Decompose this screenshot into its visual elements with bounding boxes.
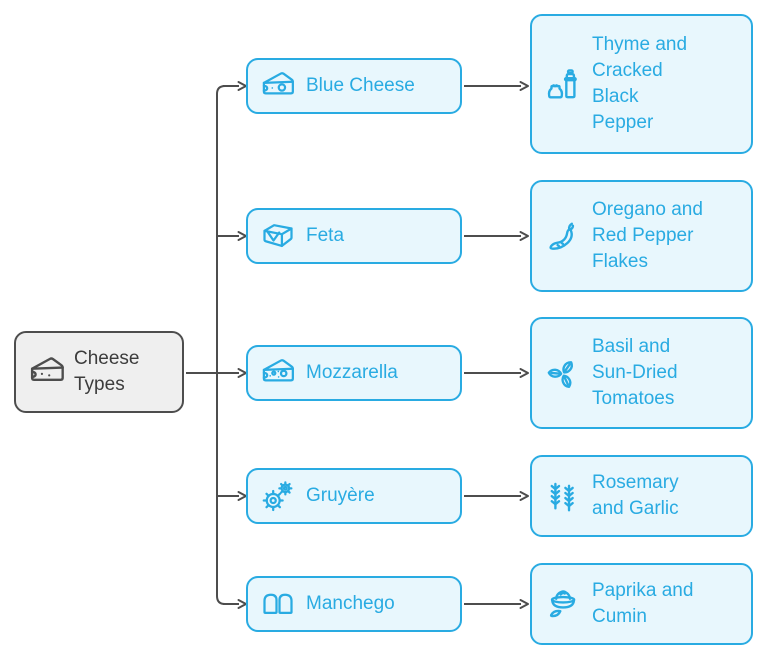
gears-icon xyxy=(260,478,296,514)
node-feta: Feta xyxy=(246,208,462,264)
cheese-block-icon xyxy=(260,218,296,254)
label-line: Basil and xyxy=(592,336,671,357)
chili-pepper-icon xyxy=(544,217,582,255)
label-line: Flakes xyxy=(592,251,648,272)
label-line: Red Pepper xyxy=(592,225,694,246)
rosemary-sprigs-icon xyxy=(544,477,582,515)
spice-bowl-icon xyxy=(544,585,582,623)
node-pairing-rosemary-garlic: Rosemary and Garlic xyxy=(530,455,753,537)
label-line: Tomatoes xyxy=(592,388,675,409)
label-line: Cumin xyxy=(592,606,647,627)
label-line: Cheese xyxy=(74,348,140,369)
node-label: Rosemary and Garlic xyxy=(592,470,679,522)
node-label: Thyme and Cracked Black Pepper xyxy=(592,32,687,136)
node-label: Manchego xyxy=(306,593,395,615)
node-blue-cheese: Blue Cheese xyxy=(246,58,462,114)
label-line: Pepper xyxy=(592,112,654,133)
node-label: Feta xyxy=(306,225,345,247)
node-label: Cheese Types xyxy=(74,346,140,398)
node-pairing-basil-sun-dried-tomatoes: Basil and Sun-Dried Tomatoes xyxy=(530,317,753,429)
label-line: Thyme and xyxy=(592,34,688,55)
cheese-wedge-icon xyxy=(260,68,296,104)
node-manchego: Manchego xyxy=(246,576,462,632)
basil-leaves-icon xyxy=(544,354,582,392)
label-line: Cracked xyxy=(592,60,663,81)
node-label: Basil and Sun-Dried Tomatoes xyxy=(592,334,678,412)
node-label: Mozzarella xyxy=(306,362,398,384)
cheese-wedge-holes-icon xyxy=(260,355,296,391)
node-label: Paprika and Cumin xyxy=(592,578,693,630)
node-pairing-thyme-cracked-black-pepper: Thyme and Cracked Black Pepper xyxy=(530,14,753,154)
node-label: Blue Cheese xyxy=(306,75,415,97)
label-line: Paprika and xyxy=(592,580,694,601)
label-line: Sun-Dried xyxy=(592,362,678,383)
edge-trunk xyxy=(216,85,226,605)
node-pairing-paprika-cumin: Paprika and Cumin xyxy=(530,563,753,645)
node-mozzarella: Mozzarella xyxy=(246,345,462,401)
label-line: Types xyxy=(74,374,125,395)
node-label: Gruyère xyxy=(306,485,375,507)
label-line: Black xyxy=(592,86,639,107)
label-line: Oregano and xyxy=(592,199,703,220)
label-line: and Garlic xyxy=(592,498,679,519)
node-label: Oregano and Red Pepper Flakes xyxy=(592,197,703,275)
node-cheese-types: Cheese Types xyxy=(14,331,184,413)
node-gruyere: Gruyère xyxy=(246,468,462,524)
node-pairing-oregano-red-pepper-flakes: Oregano and Red Pepper Flakes xyxy=(530,180,753,292)
pepper-grinder-icon xyxy=(544,65,582,103)
label-line: Rosemary xyxy=(592,472,679,493)
bread-loaves-icon xyxy=(260,586,296,622)
cheese-wedge-icon xyxy=(28,353,66,391)
